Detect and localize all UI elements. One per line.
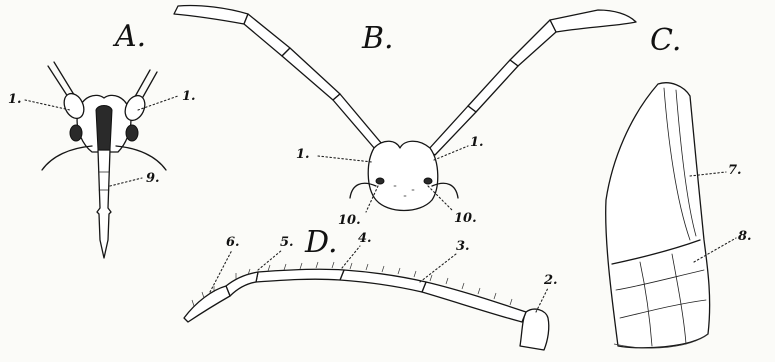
panel-c-callout-8: 8.: [738, 229, 752, 244]
panel-b-head: [368, 141, 438, 210]
panel-a-left-palp: [42, 146, 92, 170]
panel-d-callout-5: 5.: [280, 235, 294, 250]
panel-a-left-eye: [70, 125, 82, 141]
panel-b-left-antenna-seg1: [333, 94, 382, 149]
panel-b-left-antenna-seg3: [244, 14, 290, 56]
panel-d-tarsus-3: [184, 286, 230, 322]
panel-d-tibia: [340, 270, 426, 292]
panel-b-left-antenna-tip: [174, 5, 248, 24]
panel-b-left-antenna-seg2: [282, 48, 340, 100]
panel-b-right-tubercle: [424, 178, 432, 184]
panel-b-left-tubercle: [376, 178, 384, 184]
panel-a-callout-9: 9.: [146, 171, 160, 186]
panel-b-right-antenna-seg3: [510, 20, 556, 66]
panel-a-rostrum-base: [96, 106, 112, 151]
panel-b-drawing: [174, 5, 636, 212]
panel-d-leader-3: [420, 254, 456, 282]
panel-d-tarsus-2: [226, 272, 258, 296]
panel-c-wing-outline: [606, 83, 710, 348]
panel-b-callout-1-right: 1.: [470, 135, 484, 150]
panel-a-callout-1-right: 1.: [182, 89, 196, 104]
panel-b-callout-10-left: 10.: [338, 213, 361, 228]
panel-d-callout-6: 6.: [226, 235, 240, 250]
panel-b-callout-1-left: 1.: [296, 147, 310, 162]
panel-a-leader-9: [110, 178, 142, 186]
panel-d-leader-4: [342, 246, 360, 268]
panel-d-tarsus-1: [256, 269, 344, 282]
panel-c-drawing: [606, 83, 736, 348]
panel-d-leader-5: [258, 250, 282, 270]
panel-d-callout-4: 4.: [358, 231, 372, 246]
panel-b-callout-10-right: 10.: [454, 211, 477, 226]
panel-c-callout-7: 7.: [728, 163, 742, 178]
panel-d-leader-2: [536, 288, 548, 312]
panel-b-label: B.: [361, 21, 394, 56]
panel-d-callout-2: 2.: [543, 273, 558, 288]
panel-d-callout-3: 3.: [456, 239, 470, 254]
panel-a-callout-1-left: 1.: [8, 92, 22, 107]
panel-b-right-antenna-seg2: [468, 60, 518, 112]
panel-c-label: C.: [650, 23, 681, 58]
panel-a-drawing: [25, 62, 178, 258]
panel-d-label: D.: [304, 225, 338, 260]
panel-b-right-antenna-seg1: [428, 106, 476, 155]
panel-a-rostrum: [97, 150, 111, 258]
panel-a-leader-1-left: [25, 100, 70, 110]
panel-d-femur: [422, 282, 526, 322]
panel-d-drawing: [184, 246, 549, 350]
panel-a-right-eye: [126, 125, 138, 141]
panel-b-right-antenna-tip: [550, 10, 636, 32]
panel-a-right-palp: [116, 146, 166, 170]
panel-b-leader-1-left: [318, 156, 372, 162]
panel-a-label: A.: [112, 19, 146, 54]
